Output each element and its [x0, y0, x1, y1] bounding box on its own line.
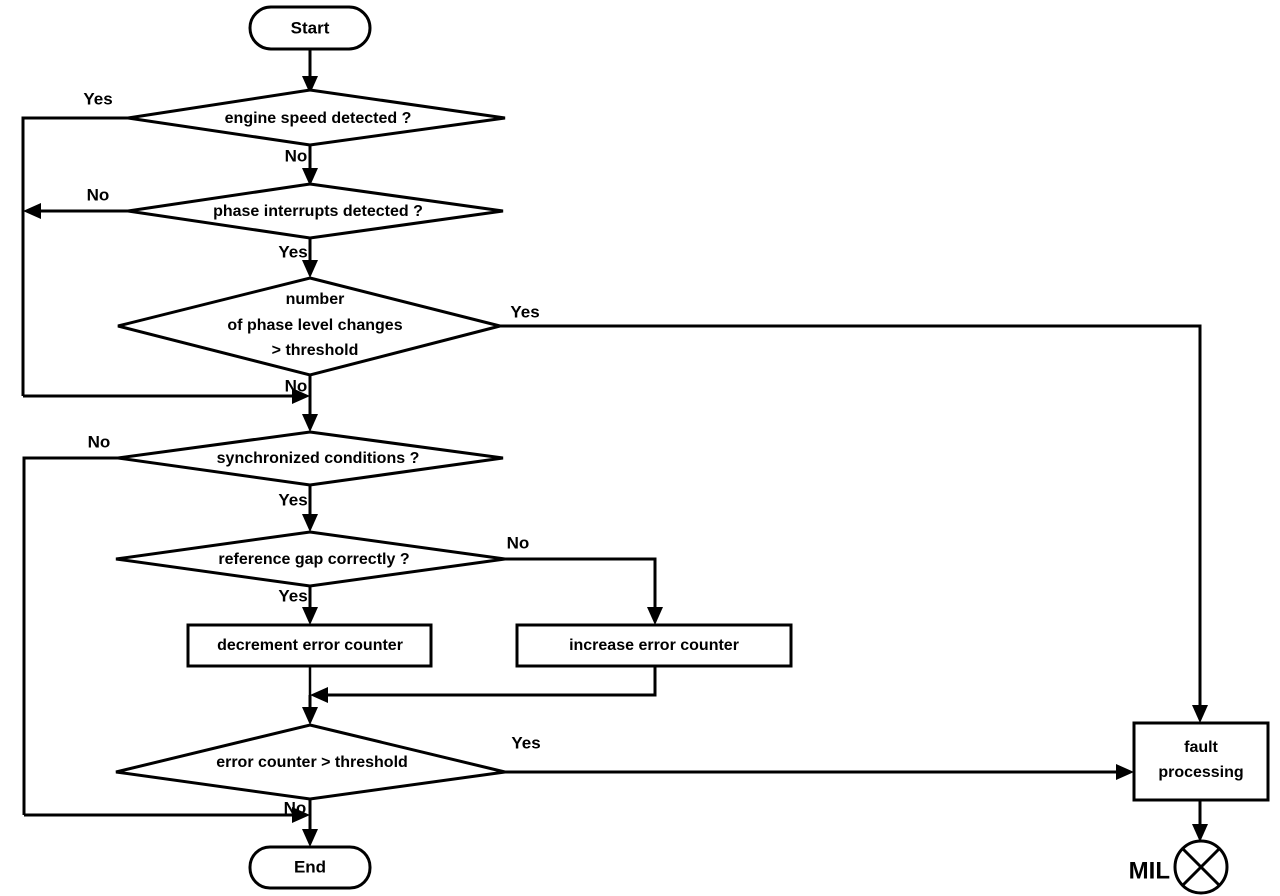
node-phase-level-line2: of phase level changes — [227, 317, 402, 334]
edge-left-rail2-join — [24, 807, 310, 823]
node-phase-level-line3: > threshold — [272, 342, 359, 359]
node-reference-gap-label: reference gap correctly ? — [218, 551, 409, 568]
node-synchronized-decision[interactable]: synchronized conditions ? — [117, 430, 504, 487]
node-error-counter-decision[interactable]: error counter > threshold — [115, 723, 506, 801]
edge-error-counter-no — [302, 799, 318, 847]
edge-reference-gap-yes — [302, 586, 318, 625]
edge-label-reference-gap-yes: Yes — [278, 586, 307, 605]
edge-left-rail-join — [23, 388, 310, 404]
edge-engine-speed-no — [302, 145, 318, 186]
node-fault-processing[interactable]: fault processing — [1132, 721, 1270, 802]
edge-synchronized-yes — [302, 485, 318, 532]
node-engine-speed-label: engine speed detected ? — [225, 110, 412, 127]
edge-label-engine-speed-no: No — [285, 146, 308, 165]
edge-error-counter-yes — [505, 764, 1134, 780]
node-phase-level-changes-decision[interactable]: number of phase level changes > threshol… — [117, 276, 501, 377]
edge-label-synchronized-no: No — [88, 432, 111, 451]
edge-label-phase-interrupts-yes: Yes — [278, 242, 307, 261]
node-end[interactable]: End — [248, 845, 372, 890]
mil-lamp-icon — [1173, 839, 1229, 895]
edge-label-phase-level-yes: Yes — [510, 302, 539, 321]
edge-phase-interrupts-no — [23, 203, 128, 219]
node-synchronized-label: synchronized conditions ? — [217, 450, 420, 467]
edge-label-error-counter-yes: Yes — [511, 733, 540, 752]
node-fault-processing-line2: processing — [1158, 764, 1243, 781]
edge-start-to-engine-speed — [302, 48, 318, 94]
node-error-counter-label: error counter > threshold — [216, 754, 408, 771]
edge-synchronized-no — [22, 456, 118, 815]
node-decrement-label: decrement error counter — [217, 637, 403, 654]
node-phase-interrupts-label: phase interrupts detected ? — [213, 203, 423, 220]
node-start-label: Start — [291, 18, 330, 37]
node-increase-label: increase error counter — [569, 637, 739, 654]
edge-increase-merge — [310, 666, 657, 703]
edge-engine-speed-yes — [21, 116, 128, 396]
node-end-label: End — [294, 857, 326, 876]
edge-phase-interrupts-yes — [302, 238, 318, 278]
node-increase-error-counter[interactable]: increase error counter — [515, 623, 793, 668]
node-start[interactable]: Start — [248, 5, 372, 51]
node-engine-speed-decision[interactable]: engine speed detected ? — [127, 88, 506, 147]
node-decrement-error-counter[interactable]: decrement error counter — [186, 623, 433, 668]
node-reference-gap-decision[interactable]: reference gap correctly ? — [115, 530, 506, 588]
node-phase-interrupts-decision[interactable]: phase interrupts detected ? — [127, 182, 504, 240]
mil-label: MIL — [1129, 857, 1170, 884]
edge-label-phase-interrupts-no: No — [87, 185, 110, 204]
edge-fault-to-mil — [1192, 800, 1208, 842]
edge-reference-gap-no — [505, 557, 663, 625]
edge-label-phase-level-no: No — [285, 376, 308, 395]
edge-label-error-counter-no: No — [284, 798, 307, 817]
edge-trunk-to-error-counter — [302, 695, 318, 725]
edge-label-reference-gap-no: No — [507, 533, 530, 552]
edge-phase-level-yes — [500, 324, 1208, 723]
edge-label-engine-speed-yes: Yes — [83, 89, 112, 108]
edge-label-synchronized-yes: Yes — [278, 490, 307, 509]
node-phase-level-line1: number — [286, 291, 345, 308]
edge-phase-level-no — [302, 375, 318, 432]
node-fault-processing-line1: fault — [1184, 739, 1218, 756]
